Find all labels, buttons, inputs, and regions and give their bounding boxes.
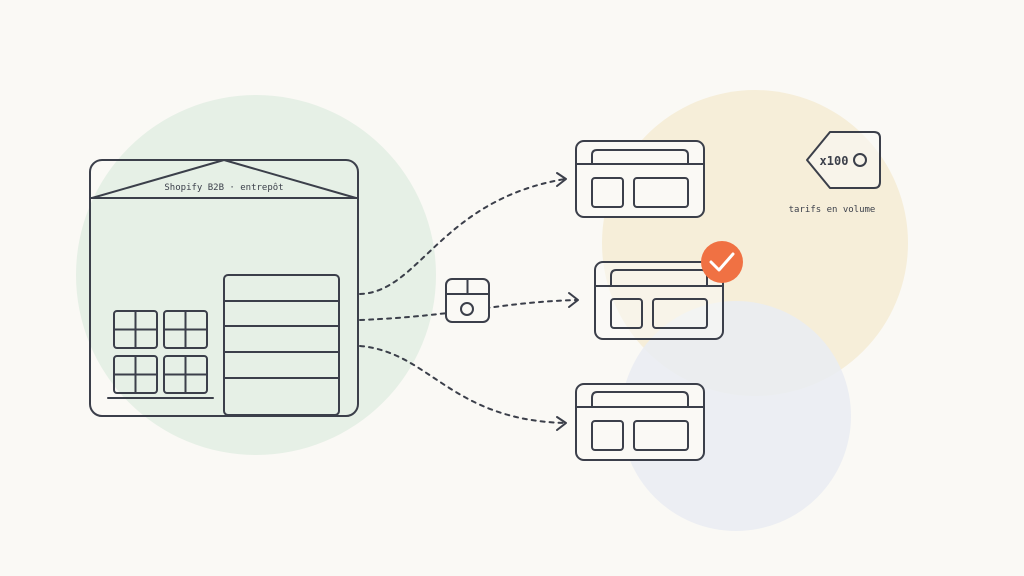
arrowhead-middle <box>568 292 579 308</box>
warehouse-label: Shopify B2B · entrepôt <box>164 182 283 193</box>
arrowhead-top <box>556 172 567 187</box>
warehouse-crates <box>107 310 214 399</box>
blue-background-circle <box>621 301 851 531</box>
checkmark-icon <box>701 241 743 283</box>
warehouse-door <box>223 274 340 416</box>
storefront-icon <box>575 140 705 218</box>
arrowhead-bottom <box>556 416 567 431</box>
storefront-icon <box>594 261 724 340</box>
storefront-icon <box>575 383 705 461</box>
price-tag-label: x100 <box>820 154 849 168</box>
warehouse-icon <box>89 159 359 417</box>
package-icon <box>445 278 490 323</box>
route-arrowheads <box>556 172 579 431</box>
route-to-store-bottom <box>359 345 566 424</box>
price-tag-icon <box>806 131 881 189</box>
price-tag-caption: tarifs en volume <box>789 205 876 215</box>
route-to-store-top <box>359 178 566 295</box>
